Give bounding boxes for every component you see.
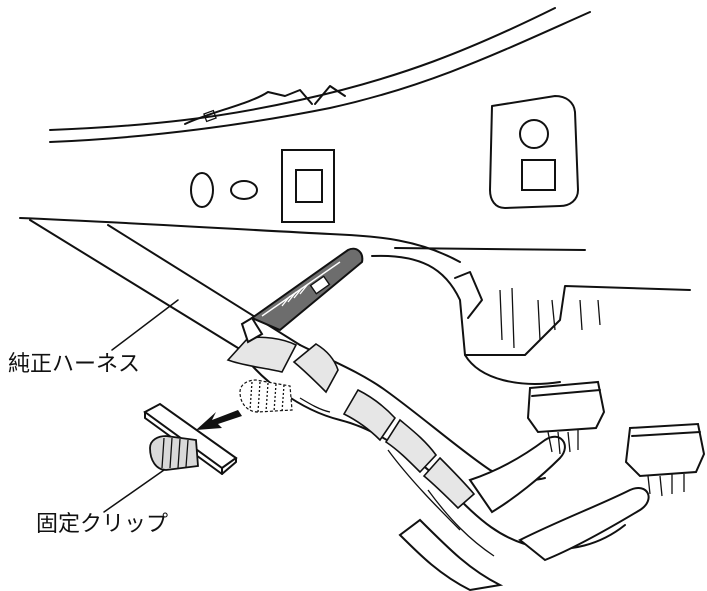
connector-2: [624, 422, 706, 497]
connector-1: [526, 380, 606, 455]
mounting-bracket: [489, 95, 579, 209]
tape-wraps: [226, 336, 495, 557]
clip-leader-line: [103, 469, 165, 513]
hidden-clip: [239, 379, 293, 413]
harness-leader-line: [111, 299, 179, 351]
vehicle-body-panel: [19, 7, 591, 263]
clip-label: 固定クリップ: [36, 512, 169, 537]
panel-holes: [190, 149, 335, 223]
removal-arrow: [196, 410, 242, 430]
fixing-clip: [143, 402, 238, 475]
cutter-knife: [240, 247, 364, 344]
harness-branches: [398, 435, 650, 591]
harness-label: 純正ハーネス: [8, 352, 141, 377]
dash-unit: [371, 254, 691, 385]
